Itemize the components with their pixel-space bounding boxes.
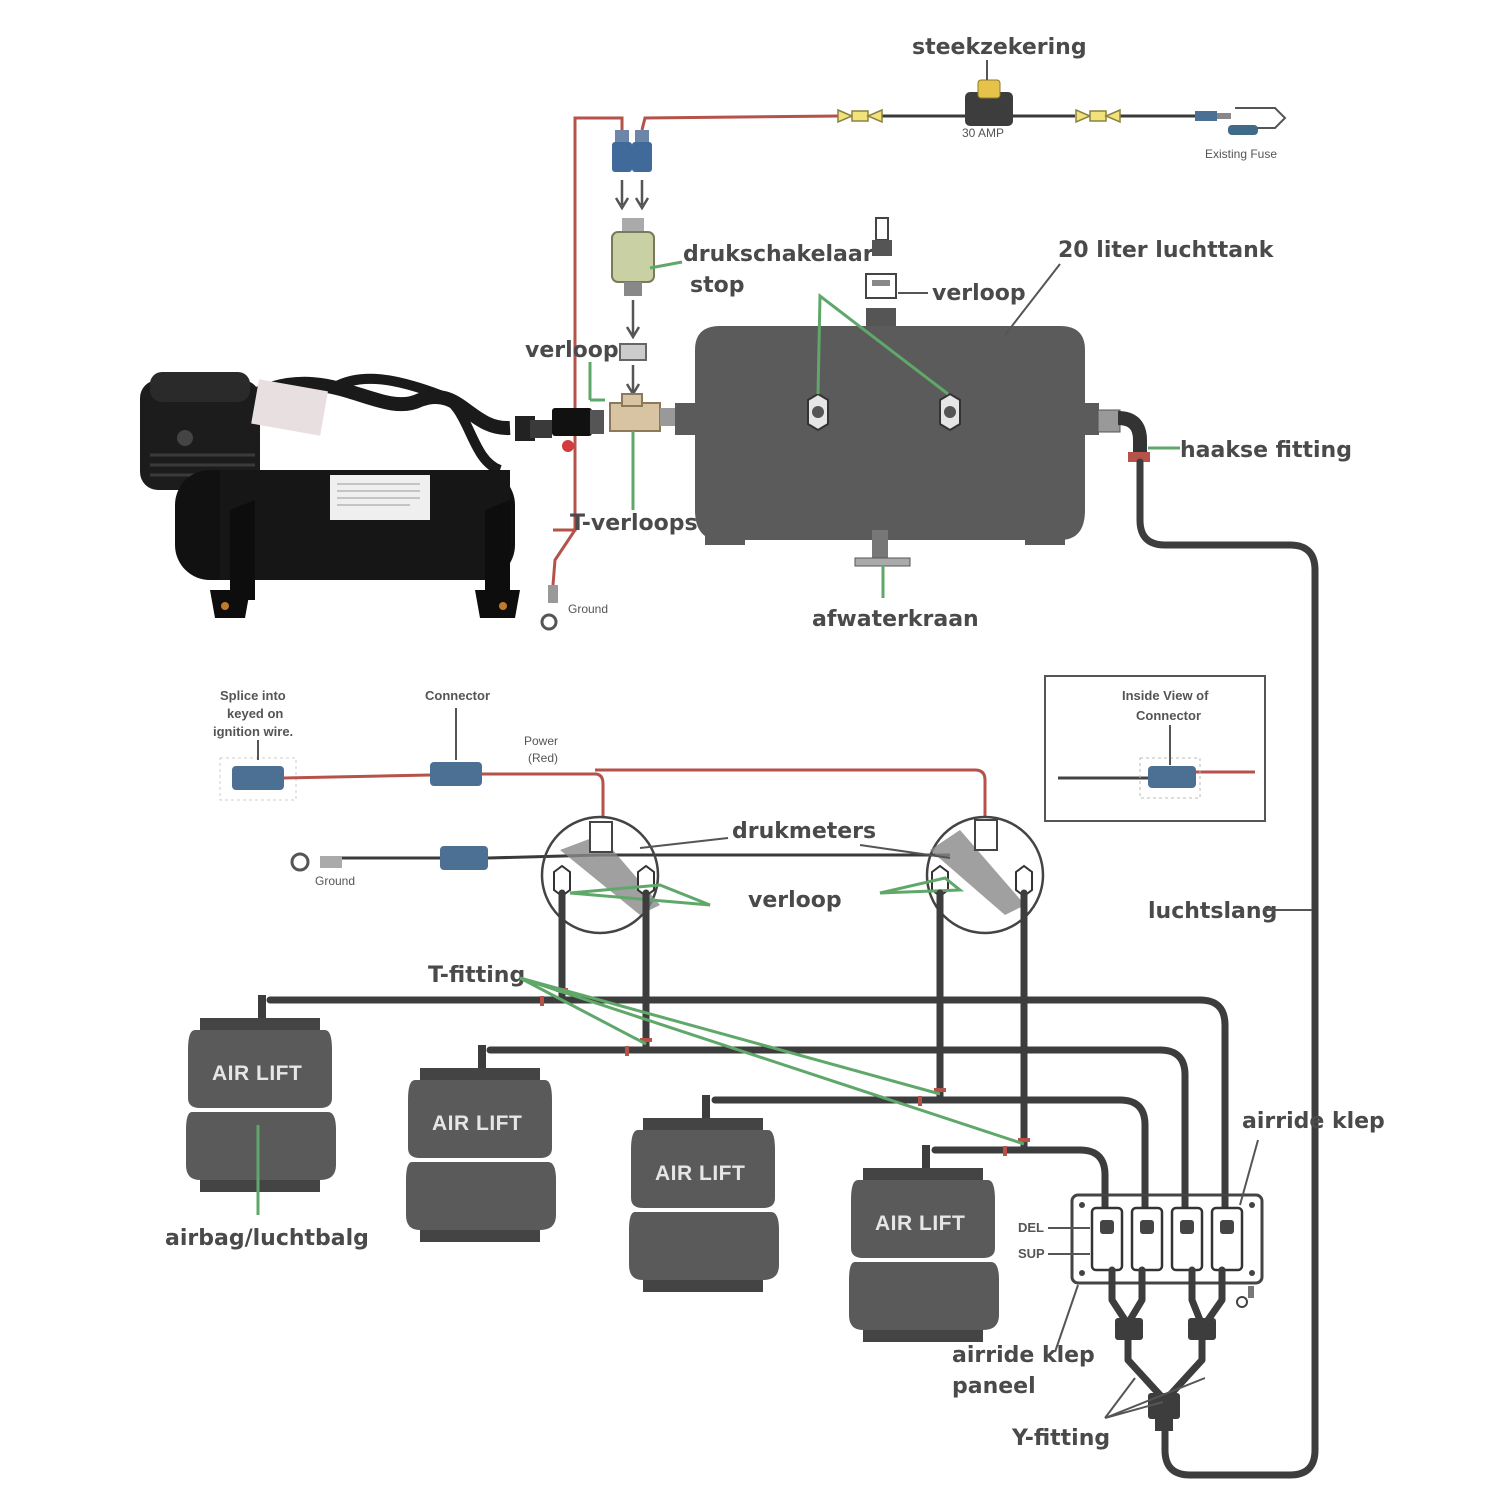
airbag-3-brand: AIR LIFT: [655, 1162, 745, 1185]
pressure-switch-label: drukschakelaar: [683, 242, 874, 267]
reducer-gauges-leader-left: [569, 883, 711, 907]
reducer-top-leader: [816, 293, 949, 396]
reducer-gauges-label: verloop: [748, 888, 842, 913]
tee-markers: [540, 988, 1030, 1156]
valve-label: airride klep: [1242, 1109, 1385, 1134]
valve-panel: DEL SUP: [1018, 1193, 1264, 1308]
power-label-1: Power: [524, 734, 558, 748]
airbag-label: airbag/luchtbalg: [165, 1226, 369, 1251]
inline-fuse-holder-left: [837, 108, 883, 124]
pressure-switch-label-2: stop: [690, 273, 744, 298]
connector-top: [430, 762, 482, 786]
reducer-fitting-top: [865, 217, 897, 299]
tank-port-right: [939, 392, 961, 432]
spade-connectors: [612, 130, 652, 211]
airbag-2: AIR LIFT: [406, 1068, 556, 1242]
gauges-label: drukmeters: [732, 819, 876, 844]
power-label-2: (Red): [528, 751, 558, 765]
t-fitting-label: T-fitting: [428, 963, 525, 988]
panel-label-1: airride klep: [952, 1343, 1095, 1368]
air-tank: [675, 308, 1099, 545]
inside-view-panel: [1044, 675, 1266, 822]
ground-wire: [551, 529, 577, 586]
panel-label-2: paneel: [952, 1374, 1036, 1399]
inside-view-label-1: Inside View of: [1122, 688, 1209, 703]
reducer-gauges-leader-right: [879, 876, 965, 895]
connector-bottom: [440, 846, 488, 870]
splice-label-2: keyed on: [227, 706, 283, 721]
existing-fuse-tap: Existing Fuse: [1195, 107, 1287, 161]
air-hose-label: luchtslang: [1148, 899, 1277, 924]
t-fitting-leaders: [519, 976, 1025, 1146]
ground-bottom-label: Ground: [315, 874, 355, 888]
fuse-amp-label: 30 AMP: [962, 126, 1004, 140]
airbag-4: AIR LIFT: [849, 1168, 999, 1342]
reducer-top-label: verloop: [932, 281, 1026, 306]
compressor: [140, 372, 604, 618]
inline-fuse-holder-right: [1075, 108, 1121, 124]
t-piece-fitting: [609, 393, 676, 432]
pressure-switch-leader: [649, 260, 683, 270]
red-wire-left: [553, 116, 624, 532]
splice-label-3: ignition wire.: [213, 724, 293, 739]
elbow-label: haakse fitting: [1180, 438, 1352, 463]
main-air-hose: [1136, 458, 1319, 1479]
airbag-1-brand: AIR LIFT: [212, 1062, 302, 1085]
ground-terminal-bottom: Ground: [290, 852, 355, 888]
ground-wire-bottom: [487, 853, 950, 860]
ground-top-label: Ground: [568, 602, 608, 616]
y-fitting-leaders: [1104, 1377, 1206, 1419]
power-wire: [482, 772, 605, 818]
sup-label: SUP: [1018, 1246, 1045, 1261]
pressure-gauge-left: [540, 815, 660, 935]
drain-label: afwaterkraan: [812, 607, 979, 632]
pressure-gauge-right: [925, 815, 1045, 935]
tank-port-left: [807, 392, 829, 432]
red-wire-to-fuse: [640, 114, 841, 131]
pressure-switch: [611, 218, 655, 340]
airbag-3: AIR LIFT: [629, 1118, 779, 1292]
inside-view-label-2: Connector: [1136, 708, 1201, 723]
tank-label: 20 liter luchttank: [1058, 238, 1275, 263]
existing-fuse-label: Existing Fuse: [1205, 147, 1277, 161]
tank-leader: [1004, 263, 1061, 336]
airbag-1: AIR LIFT: [186, 1018, 336, 1192]
ground-terminal-top: Ground: [540, 585, 608, 631]
air-lines: [258, 889, 1229, 1219]
reducer-left-label: verloop: [525, 338, 619, 363]
fuse-label: steekzekering: [912, 35, 1087, 60]
fuse-block: 30 AMP: [962, 79, 1013, 140]
valve-outlets: [1108, 1266, 1226, 1431]
splice-label-1: Splice into: [220, 688, 286, 703]
airbag-4-brand: AIR LIFT: [875, 1212, 965, 1235]
del-label: DEL: [1018, 1220, 1044, 1235]
y-fitting-label: Y-fitting: [1011, 1426, 1110, 1451]
elbow-fitting: [1097, 409, 1150, 462]
airbag-2-brand: AIR LIFT: [432, 1112, 522, 1135]
connector-label: Connector: [425, 688, 490, 703]
reducer-fitting-left: [619, 343, 647, 397]
